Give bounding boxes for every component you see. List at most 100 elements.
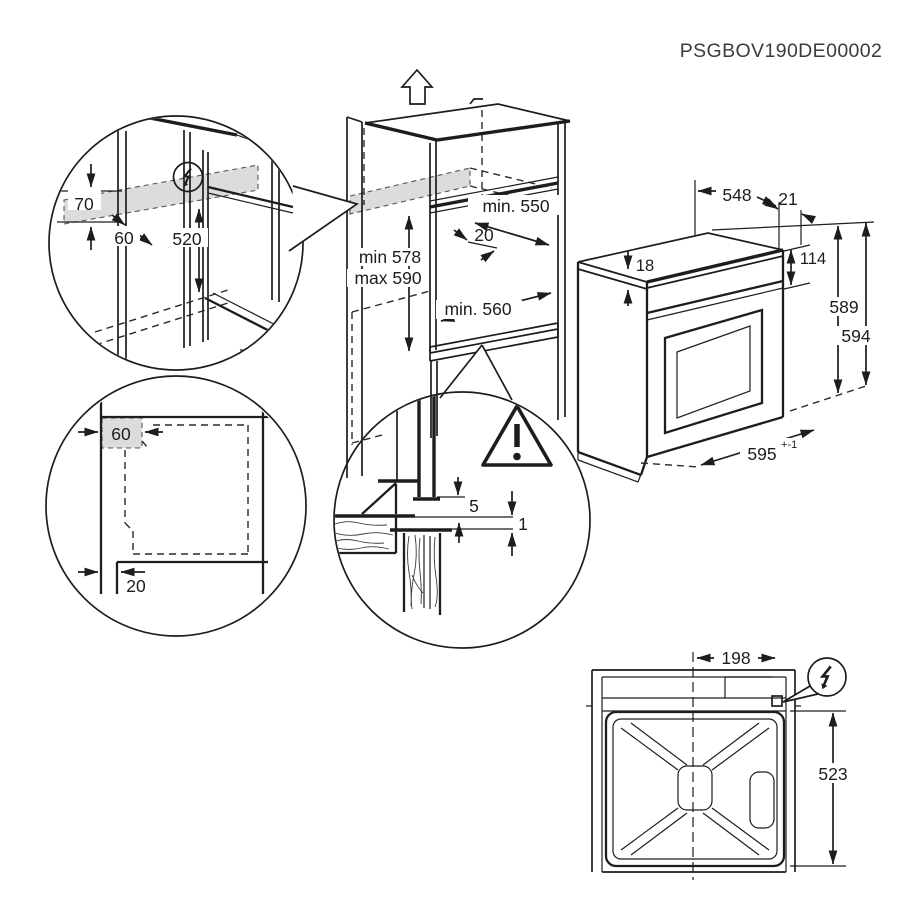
oven-front-top-rim [646,248,784,284]
back-panel-ribs [620,722,770,856]
dim-oven-width-tolerance: +-1 [781,439,797,451]
front-gap-detail-circle: 5 1 [333,344,591,649]
cabinet-base-edges [430,361,438,438]
control-panel-edge [646,279,784,315]
dim-rear-gap: 20 [474,225,494,245]
removal-up-arrow-icon [400,68,434,105]
detail-circle [45,375,307,637]
dim-bg [165,228,208,247]
dim-niche-height-max: max 590 [354,268,421,288]
dim-arrow [111,213,126,226]
warning-triangle-icon [481,404,553,467]
dim-ext-top-right [711,221,875,231]
rear-gap-ref [467,241,498,249]
callout-wedge [783,686,818,702]
connection-area-outline [724,676,772,698]
wood-panel-inner [423,535,431,609]
cabinet-hidden-edges [351,110,483,445]
callout-wedge [289,186,357,251]
dim-connection-depth: 523 [818,764,847,784]
callout-wedge [443,345,510,399]
control-panel-edge-2 [646,287,784,321]
diagram-title: PSGBOV190DE00002 [680,40,883,62]
oven-plinth-2 [577,452,646,483]
wood-grain-horizontal [335,521,394,550]
dim-bg [109,226,140,246]
dim-bg [740,438,800,461]
detail-circle [333,391,591,649]
detail-content: 60 20 [78,398,272,596]
dim-front-offset: 21 [778,189,797,209]
shelf-edge [204,296,298,347]
rear-plan-view: 198 523 [586,648,855,880]
door-window-outer [663,308,764,435]
dim-front-recess: 20 [126,576,146,596]
dim-top-gap: 5 [469,496,479,516]
dim-oven-depth: 548 [722,185,751,205]
dim-bg [468,195,564,215]
callout-wedge-edges [439,344,513,401]
lightning-glyph [820,665,833,691]
detail-content: 70 60 520 [57,117,302,362]
callout-wedge-edges [782,685,819,703]
dim-control-panel-height: 114 [800,250,826,268]
dim-overall-height: 594 [841,326,870,346]
gap-ref-line-top [415,496,513,518]
dim-connection-offset: 198 [721,648,750,668]
detail-content: 5 1 [335,393,553,615]
wood-grain-vertical [407,534,438,610]
dim-zone-height: 70 [74,194,94,214]
cabinet-left-panel [346,116,363,478]
oven-back-outline [604,710,786,868]
callout-wedge-edges [288,185,359,252]
wood-panel-outline [402,533,442,615]
oven-top-face [577,232,784,290]
dim-arrow [764,198,779,210]
back-panel-slot [749,771,775,829]
dim-niche-depth: min. 550 [482,196,549,216]
dim-body-height: 589 [829,297,858,317]
shelf-edge-2 [212,292,302,357]
chamfer-edge [361,482,398,515]
dim-ext-bottom-dashed [789,385,867,412]
dim-zone-bottom-height: 520 [172,229,201,249]
detail-circle [48,115,304,371]
electrical-zone-shading [63,164,259,225]
plinth-detail-circle: 60 20 [45,375,307,637]
dim-arrow [453,228,468,241]
worktop-edge [207,185,294,209]
cabinet-top-box [364,98,571,420]
dim-arrow [480,250,495,263]
dim-ext-width [640,462,700,468]
top-edge-thin [236,134,273,149]
dim-zone-width: 60 [114,228,134,248]
cabinet-drawing: min 578 max 590 min. 550 20 min. 560 [346,68,571,478]
dim-bg [347,269,429,287]
dim-line-depth [474,222,550,246]
dim-bg [436,300,522,319]
electrical-bolt-icon [172,161,204,193]
dim-arrow [756,196,777,207]
oven-drawing: 18 548 21 114 589 594 595 +-1 [576,180,877,483]
oven-footprint-dashed [124,424,249,555]
dim-bg [351,248,429,266]
connection-terminal-box [771,695,783,707]
panel-cross-section [413,393,440,501]
right-panel-lines [271,148,280,302]
oven-back-inner [612,718,778,860]
dim-niche-height-min: min 578 [359,247,421,267]
dim-bottom-gap: 1 [518,514,528,534]
back-panel-center-plate [677,765,713,811]
top-edge [149,117,238,137]
door-window-inner [676,325,751,419]
wood-block-outline [335,516,398,555]
dim-arrow [801,213,817,224]
dim-top-inset: 18 [636,257,654,275]
niche-top-detail-circle: 70 60 520 [48,115,359,371]
dim-bg [68,190,101,210]
worktop-edge-2 [207,192,294,214]
dim-bg [835,326,877,345]
cabinet-walls-plan [99,398,272,594]
dim-zone-width: 60 [111,424,131,444]
